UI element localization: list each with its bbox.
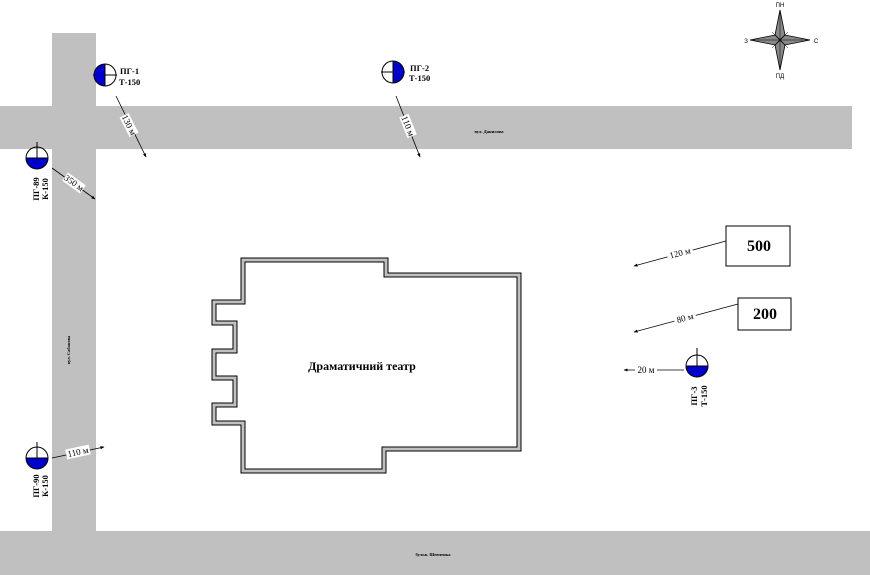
theatre-label: Драматичний театр — [308, 359, 416, 373]
compass-south-label: ПД — [776, 74, 784, 80]
hydrant-pg1-icon — [93, 63, 117, 87]
reservoir-200-box — [737, 297, 792, 331]
hydrant-pg89-icon — [25, 142, 49, 170]
hydrant-pg2-spec: Т-150 — [409, 73, 430, 83]
compass-rose-icon — [749, 9, 811, 71]
reservoir-200-distance: 80 м — [676, 311, 695, 325]
street-bottom — [0, 531, 870, 575]
hydrant-pg90-distance: 110 м — [67, 445, 90, 459]
hydrant-pg90-name: ПГ-90 — [31, 474, 41, 497]
hydrant-pg2-icon — [381, 60, 405, 84]
compass-east-label: С — [814, 39, 819, 45]
hydrant-pg89-name: ПГ-89 — [31, 177, 41, 200]
street-left — [52, 33, 96, 543]
hydrant-pg3-icon — [685, 348, 709, 378]
street-label-top: вул. Данилова — [474, 129, 504, 134]
hydrant-pg2-name: ПГ-2 — [410, 63, 429, 73]
reservoir-500-volume: 500 — [747, 238, 771, 255]
compass-north-label: ПН — [776, 3, 785, 9]
reservoir-500-distance: 120 м — [668, 245, 692, 260]
hydrant-pg3-distance: 20 м — [638, 365, 655, 375]
street-label-left: вул. Сабанова — [66, 335, 71, 364]
reservoir-500-box — [725, 225, 791, 267]
reservoir-200-volume: 200 — [753, 306, 777, 323]
hydrant-pg90-icon — [25, 442, 49, 470]
compass-west-label: З — [744, 39, 748, 45]
hydrant-pg3-spec: Т-150 — [699, 385, 709, 406]
theatre-building-inner — [215, 261, 518, 470]
street-label-bottom: бульв. Шевченка — [416, 552, 452, 557]
street-top — [0, 106, 852, 149]
hydrant-pg89-spec: К-150 — [40, 178, 50, 200]
hydrant-pg3-name: ПГ-3 — [689, 386, 699, 405]
hydrant-pg1-name: ПГ-1 — [120, 66, 139, 76]
hydrant-pg90-spec: К-150 — [40, 475, 50, 497]
hydrant-pg1-spec: Т-150 — [119, 77, 140, 87]
